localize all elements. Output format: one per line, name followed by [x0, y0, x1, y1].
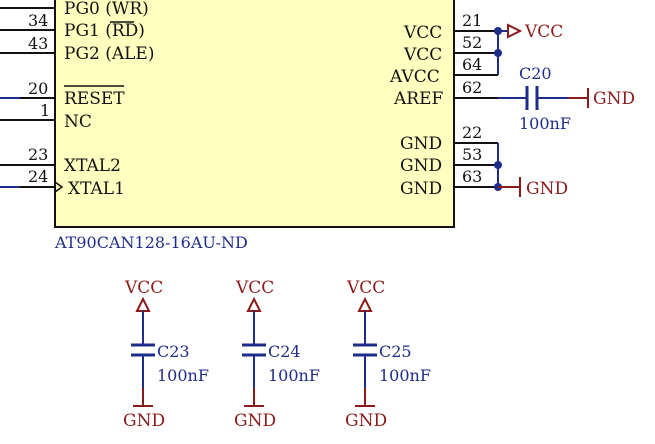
- c24-ref: C24: [268, 342, 301, 361]
- c23-value: 100nF: [157, 366, 209, 385]
- pin-name-vcc-1: VCC: [403, 23, 442, 43]
- vcc-net-label: VCC: [524, 22, 563, 42]
- pin-num-24: 24: [28, 167, 48, 186]
- chip-body: [54, 0, 455, 228]
- left-pins: PG0 (WR) 34 PG1 (RD) 43 PG2 (ALE) 20 RES…: [0, 0, 154, 199]
- pin-num-22: 22: [462, 123, 482, 142]
- vcc-arrow-symbol: [135, 296, 151, 312]
- gnd-net-wiring: GND: [494, 143, 568, 199]
- pin-num-1: 1: [40, 101, 50, 120]
- c25-ref: C25: [379, 342, 412, 361]
- vcc-arrow-symbol: [357, 296, 373, 312]
- pin-name-gnd-1: GND: [400, 134, 442, 154]
- vcc-net-wiring: VCC: [494, 22, 563, 75]
- c24-vcc-label: VCC: [235, 278, 274, 298]
- c23-capacitor: VCC C23 100nF GND: [123, 278, 209, 431]
- c25-value: 100nF: [379, 366, 431, 385]
- junction-dot: [494, 161, 502, 169]
- pin-name-xtal1: XTAL1: [68, 179, 125, 199]
- pin-name-nc: NC: [64, 112, 92, 132]
- vcc-arrow-symbol: [507, 23, 523, 39]
- c25-vcc-label: VCC: [346, 278, 385, 298]
- pin-name-pg2: PG2 (ALE): [64, 44, 154, 64]
- pin-num-20: 20: [28, 79, 48, 98]
- pin-name-gnd-2: GND: [400, 156, 442, 176]
- pin-num-52: 52: [462, 33, 482, 52]
- chip-part-name: AT90CAN128-16AU-ND: [54, 233, 248, 252]
- c24-capacitor: VCC C24 100nF GND: [234, 278, 320, 431]
- pin-num-23: 23: [28, 145, 48, 164]
- gnd-net-label: GND: [526, 179, 568, 199]
- pin-num-21: 21: [462, 11, 482, 30]
- junction-dot: [494, 49, 502, 57]
- pin-name-xtal2: XTAL2: [64, 156, 121, 176]
- pin-num-62: 62: [462, 78, 482, 97]
- c20-value: 100nF: [519, 114, 571, 133]
- vcc-arrow-symbol: [246, 296, 262, 312]
- c25-capacitor: VCC C25 100nF GND: [345, 278, 431, 431]
- pin-name-reset: RESET: [64, 89, 125, 109]
- junction-dot: [494, 27, 502, 35]
- pin-name-aref: AREF: [393, 89, 443, 109]
- c20-gnd-label: GND: [593, 89, 635, 109]
- c23-gnd-label: GND: [123, 411, 165, 431]
- c24-gnd-label: GND: [234, 411, 276, 431]
- pin-num-43: 43: [28, 34, 48, 53]
- c20-ref: C20: [519, 64, 552, 83]
- pin-name-vcc-2: VCC: [403, 45, 442, 65]
- pin-num-53: 53: [462, 145, 482, 164]
- c23-ref: C23: [157, 342, 190, 361]
- pin-num-64: 64: [462, 55, 482, 74]
- pin-name-avcc: AVCC: [389, 67, 440, 87]
- right-pins: 21 VCC 52 VCC 64 AVCC 62 AREF 22 GND 53 …: [389, 11, 498, 199]
- c24-value: 100nF: [268, 366, 320, 385]
- c23-vcc-label: VCC: [124, 278, 163, 298]
- pin-num-34: 34: [28, 11, 48, 30]
- clock-marker: [54, 181, 64, 193]
- pin-name-pg1: PG1 (RD): [64, 21, 145, 41]
- pin-num-63: 63: [462, 167, 482, 186]
- pin-name-pg0: PG0 (WR): [64, 0, 149, 19]
- c25-gnd-label: GND: [345, 411, 387, 431]
- c20-capacitor: C20 100nF GND: [498, 64, 635, 133]
- pin-name-gnd-3: GND: [400, 179, 442, 199]
